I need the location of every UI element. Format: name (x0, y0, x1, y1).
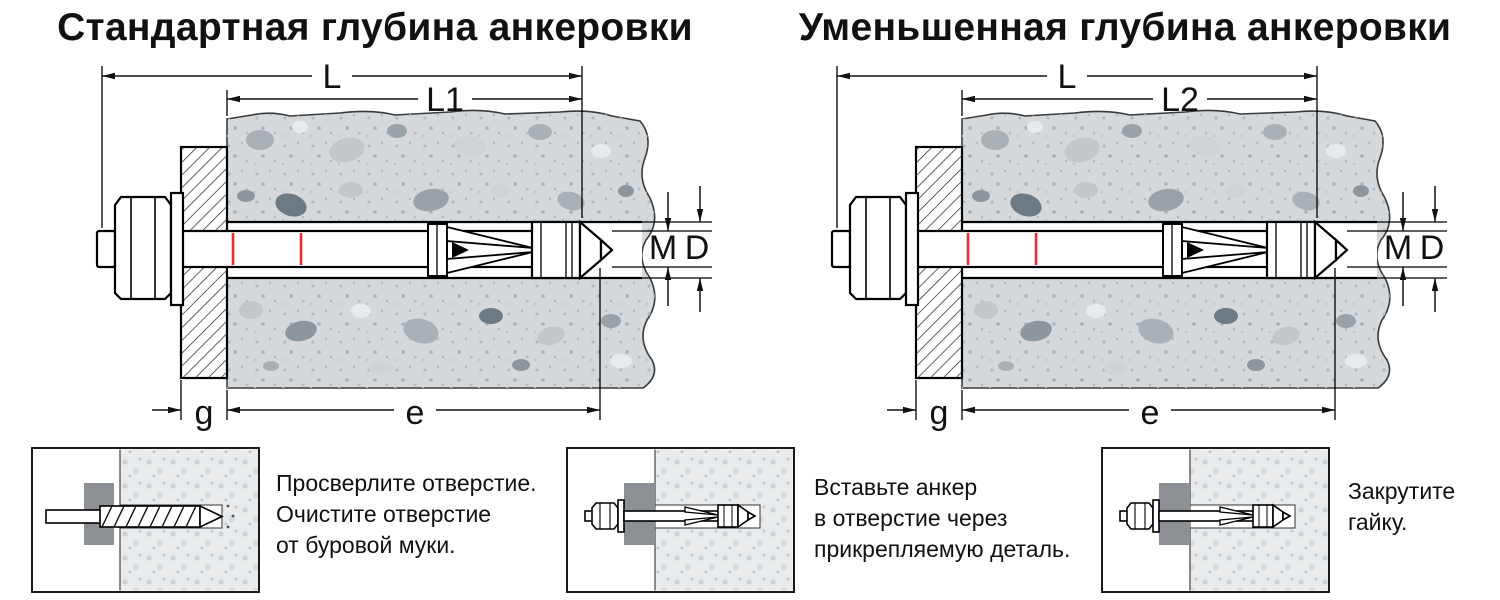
dim-label-L-right: L (1058, 58, 1077, 96)
dim-label-g-right: g (930, 394, 949, 432)
dim-label-L-left: L (323, 58, 342, 96)
dim-label-L1: L1 (426, 81, 464, 119)
dim-label-M-left: M (649, 229, 677, 267)
dim-label-D-right: D (1420, 229, 1445, 267)
step-1-illustration (31, 447, 260, 593)
right-diagram-title: Уменьшенная глубина анкеровки (798, 6, 1452, 49)
drill-bit (45, 504, 235, 529)
left-anchor-diagram (97, 66, 712, 420)
step-2-text: Вставьте анкер в отверстие через прикреп… (814, 474, 1071, 562)
dim-label-L2: L2 (1161, 81, 1199, 119)
step-1-text: Просверлите отверстие. Очистите отверсти… (276, 470, 537, 558)
dim-label-e-right: e (1141, 394, 1160, 432)
dim-label-M-right: M (1384, 229, 1412, 267)
right-anchor-diagram (832, 66, 1447, 420)
left-diagram-title: Стандартная глубина анкеровки (57, 6, 693, 49)
dim-label-e-left: e (406, 394, 425, 432)
dim-label-D-left: D (685, 229, 710, 267)
dim-label-g-left: g (195, 394, 214, 432)
step-3-text: Закрутите гайку. (1348, 478, 1456, 535)
step-2-illustration (566, 447, 795, 593)
left-diagram-labels: L L1 g e M D (195, 58, 710, 432)
step-3-illustration (1101, 447, 1330, 593)
right-diagram-labels: L L2 g e M D (930, 58, 1445, 432)
